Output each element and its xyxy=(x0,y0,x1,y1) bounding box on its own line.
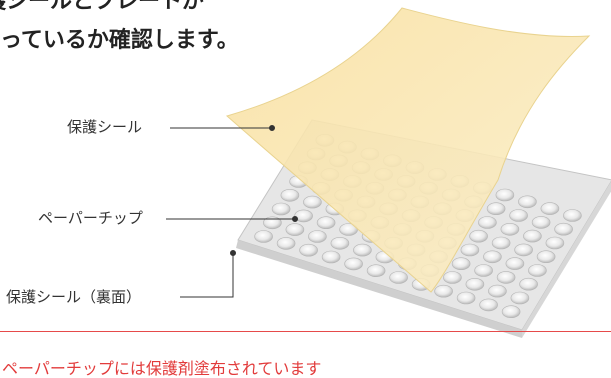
well xyxy=(316,216,336,229)
well xyxy=(545,236,565,250)
well xyxy=(443,271,462,284)
paper-tip-leader-dot xyxy=(292,216,298,222)
well xyxy=(505,257,525,270)
well xyxy=(523,229,542,243)
well xyxy=(263,216,282,230)
well xyxy=(451,257,471,271)
well xyxy=(501,305,521,319)
well xyxy=(509,209,528,222)
label-protective-seal: 保護シール xyxy=(67,118,143,136)
footer-note: ペーパーチップには保護剤塗布されています xyxy=(2,359,322,378)
leader-lines xyxy=(166,125,298,298)
well xyxy=(366,264,386,278)
well xyxy=(389,271,408,284)
well xyxy=(491,236,511,250)
footer-divider xyxy=(0,331,611,332)
well xyxy=(308,230,327,243)
well xyxy=(469,229,488,243)
label-protective-seal-back: 保護シール（裏面） xyxy=(6,288,142,306)
well xyxy=(510,291,530,305)
well xyxy=(500,223,520,236)
label-paper-tip: ペーパーチップ xyxy=(38,209,143,227)
well xyxy=(434,284,453,298)
well xyxy=(303,195,322,209)
protective-seal xyxy=(225,7,591,293)
well xyxy=(280,189,300,202)
well xyxy=(254,230,273,243)
well xyxy=(479,298,498,312)
well xyxy=(276,237,296,250)
well xyxy=(285,223,305,236)
well xyxy=(474,264,493,277)
well xyxy=(483,250,502,264)
well xyxy=(495,188,515,202)
seal-back-leader-line xyxy=(180,253,234,298)
well xyxy=(299,243,318,257)
well xyxy=(478,216,497,229)
heading-line-1: 護シールとプレートが xyxy=(0,0,205,14)
well xyxy=(563,209,582,222)
well xyxy=(514,243,533,257)
well xyxy=(330,237,350,250)
well xyxy=(531,216,551,229)
well xyxy=(353,243,372,257)
well xyxy=(344,257,363,271)
well xyxy=(486,202,506,215)
well xyxy=(294,209,313,223)
well xyxy=(536,250,556,264)
well xyxy=(456,291,476,305)
well xyxy=(465,277,485,291)
well xyxy=(528,264,547,277)
heading-line-2: っているか確認します。 xyxy=(0,28,239,53)
seal-leader-dot xyxy=(269,125,275,131)
well xyxy=(460,243,480,257)
well xyxy=(540,202,560,215)
well xyxy=(554,222,573,236)
well xyxy=(321,250,341,264)
well xyxy=(488,284,507,298)
seal-back-leader-dot xyxy=(230,250,236,256)
well xyxy=(271,202,291,216)
well xyxy=(519,277,538,291)
well xyxy=(496,271,516,284)
well xyxy=(518,195,537,209)
